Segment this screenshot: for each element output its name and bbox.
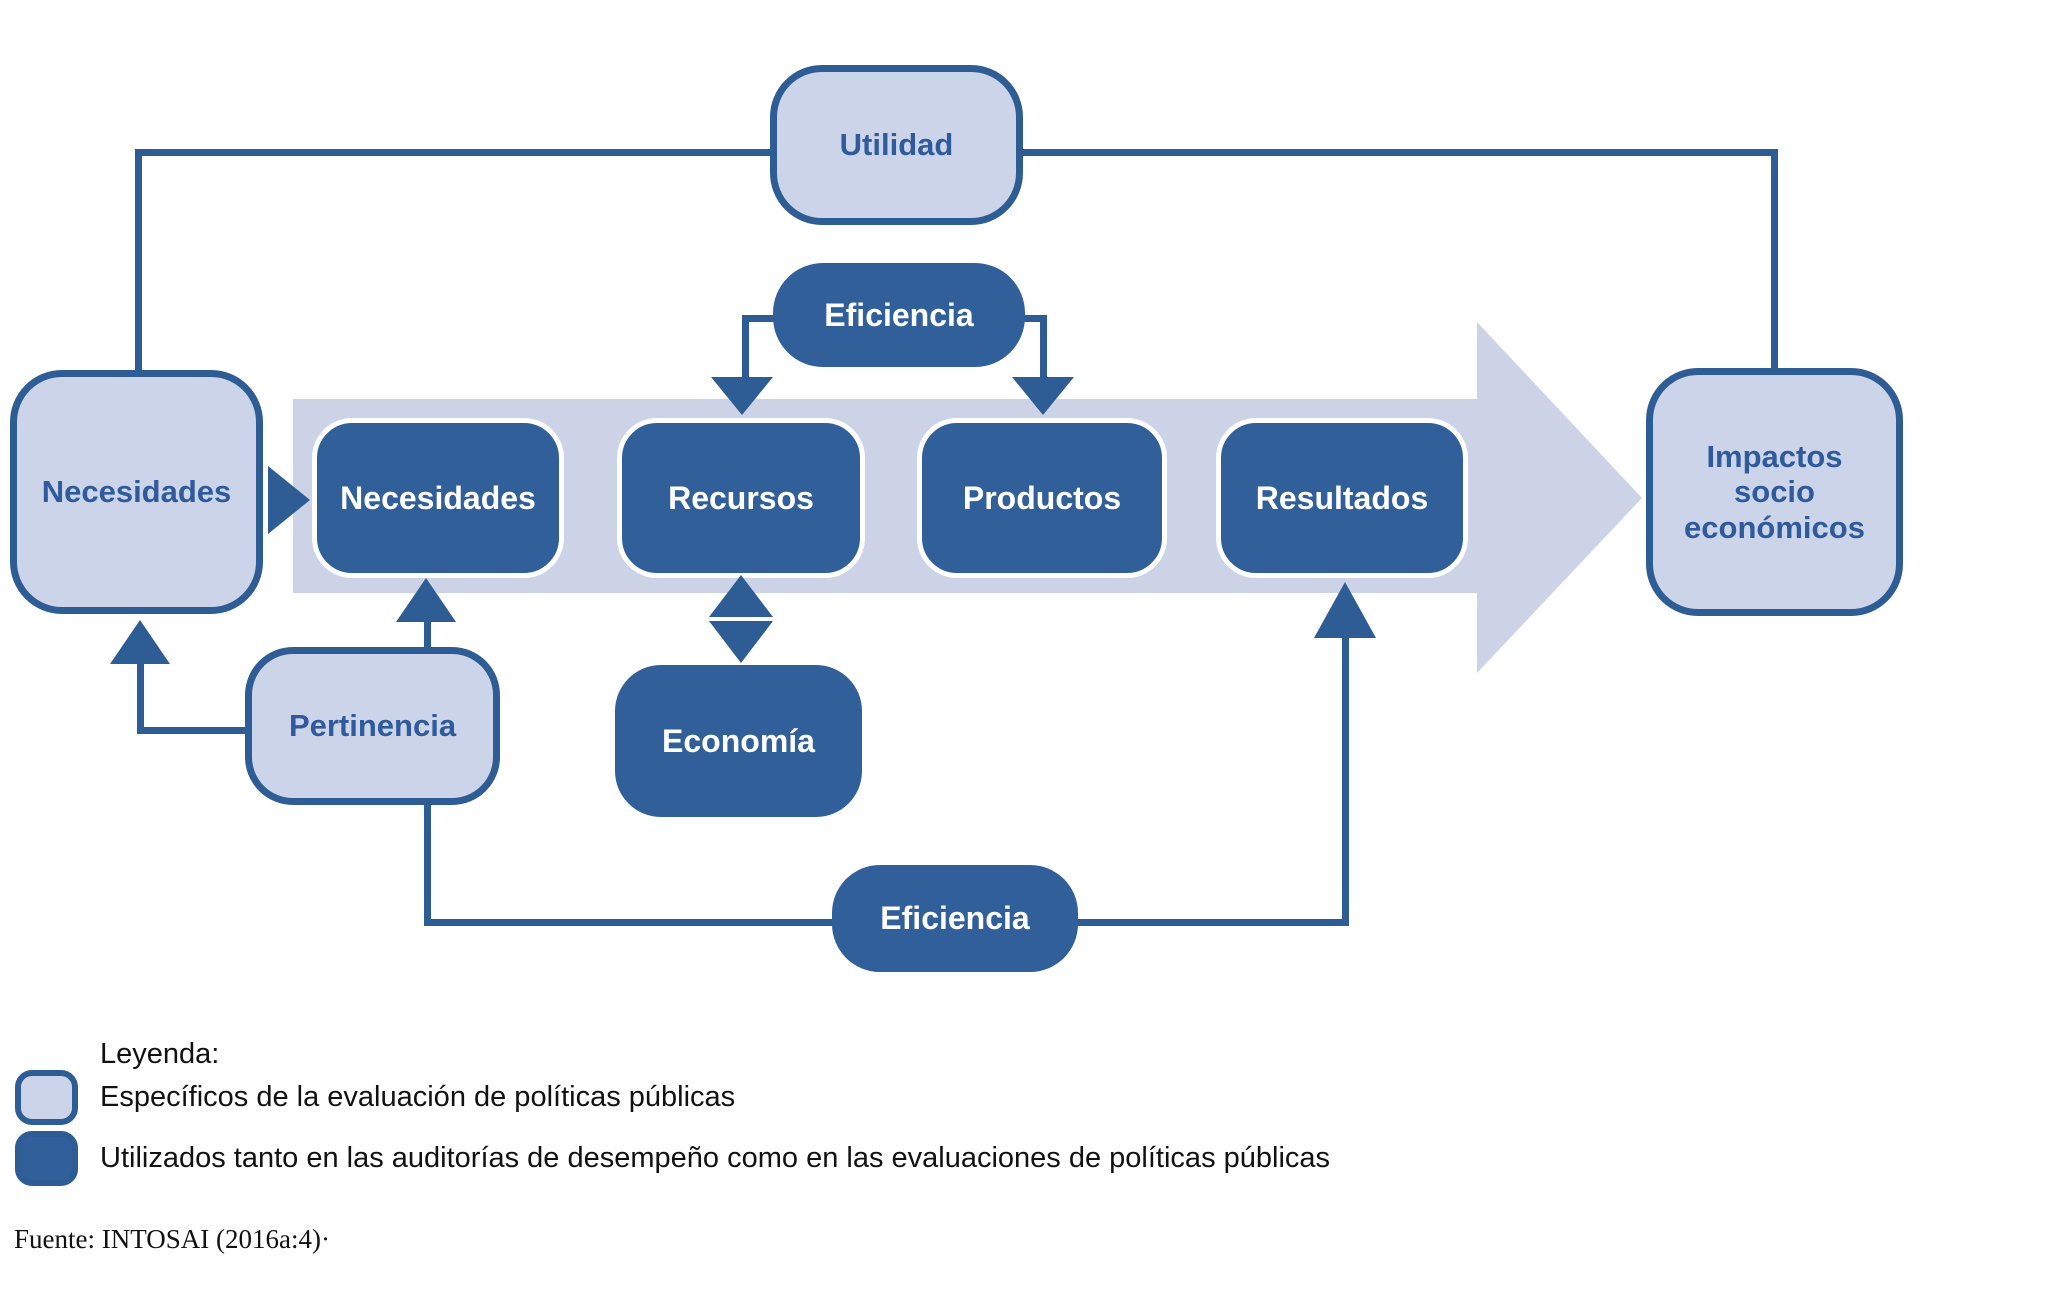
node-impactos-label: Impactos socio económicos xyxy=(1684,438,1865,545)
legend-item-dark-label: Utilizados tanto en las auditorías de de… xyxy=(100,1142,1331,1174)
utilidad-loop-right-vertical-line xyxy=(1771,149,1778,372)
source-note: Fuente: INTOSAI (2016a:4)· xyxy=(14,1224,330,1254)
legend-swatch-dark xyxy=(15,1131,78,1186)
pertinencia-to-necesidades-vertical xyxy=(137,661,144,734)
pertinencia-down-vertical xyxy=(424,803,431,926)
band-box-productos: Productos xyxy=(917,418,1167,578)
eficiencia-top-right-elbow-horizontal xyxy=(1023,315,1045,322)
process-arrow-band-tip xyxy=(1477,322,1642,673)
node-eficiencia-top: Eficiencia xyxy=(773,263,1025,367)
pertinencia-to-band-vertical xyxy=(424,618,431,650)
band-box-recursos-label: Recursos xyxy=(668,479,814,516)
band-box-recursos: Recursos xyxy=(617,418,865,578)
band-box-necesidades-label: Necesidades xyxy=(340,479,536,516)
node-pertinencia-label: Pertinencia xyxy=(288,708,457,744)
node-necesidades-left-label: Necesidades xyxy=(41,474,232,510)
node-utilidad-label: Utilidad xyxy=(839,127,954,163)
node-eficiencia-bottom: Eficiencia xyxy=(832,865,1078,972)
node-utilidad: Utilidad xyxy=(770,65,1023,225)
arrow-up-into-necesidades-left-icon xyxy=(110,620,170,664)
node-impactos: Impactos socio económicos xyxy=(1646,368,1903,616)
arrow-up-into-resultados-icon xyxy=(1314,582,1376,638)
arrow-down-into-productos-icon xyxy=(1012,377,1074,415)
pertinencia-to-necesidades-horizontal xyxy=(137,727,249,734)
utilidad-loop-left-vertical-line xyxy=(135,149,142,374)
node-eficiencia-bottom-label: Eficiencia xyxy=(880,900,1030,937)
band-box-resultados: Resultados xyxy=(1216,418,1468,578)
eficiencia-top-left-elbow-vertical xyxy=(742,315,749,379)
legend-swatch-light xyxy=(15,1070,78,1125)
arrow-up-into-band-necesidades-icon xyxy=(396,578,456,622)
band-box-resultados-label: Resultados xyxy=(1255,479,1429,516)
band-box-necesidades: Necesidades xyxy=(312,418,564,578)
legend-item-light-label: Específicos de la evaluación de política… xyxy=(100,1081,736,1113)
node-pertinencia: Pertinencia xyxy=(245,647,500,805)
eficiencia-bottom-right-horizontal xyxy=(1076,919,1348,926)
resultados-up-vertical xyxy=(1342,634,1349,926)
node-economia: Economía xyxy=(615,665,862,817)
eficiencia-top-left-elbow-horizontal xyxy=(742,315,776,322)
legend-title: Leyenda: xyxy=(100,1038,220,1070)
arrow-down-into-recursos-icon xyxy=(711,377,773,415)
node-eficiencia-top-label: Eficiencia xyxy=(824,296,974,333)
band-box-productos-label: Productos xyxy=(962,479,1122,516)
eficiencia-bottom-left-horizontal xyxy=(424,919,836,926)
eficiencia-top-right-elbow-vertical xyxy=(1040,315,1047,379)
node-economia-label: Economía xyxy=(662,722,815,759)
double-arrow-down-half-icon xyxy=(709,621,773,663)
double-arrow-up-half-icon xyxy=(709,575,773,617)
arrow-right-into-band-icon xyxy=(268,466,310,534)
node-necesidades-left: Necesidades xyxy=(10,370,263,614)
